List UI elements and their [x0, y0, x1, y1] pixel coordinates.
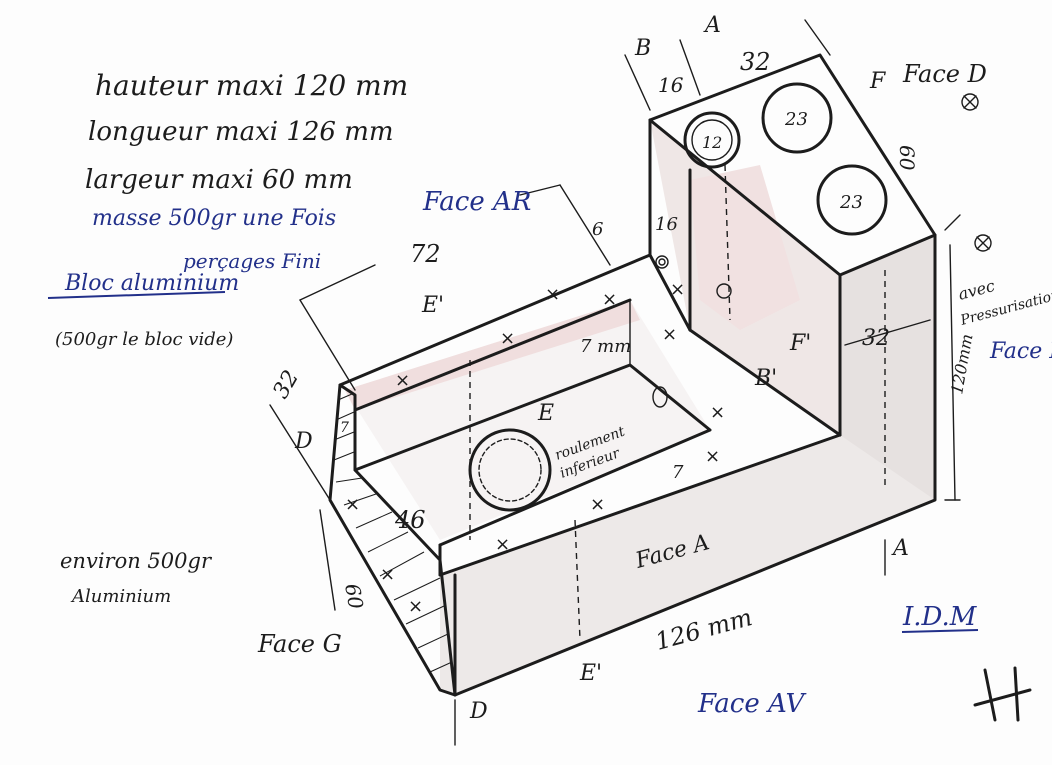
svg-text:×: ×	[495, 534, 510, 555]
dim-60-right: 60	[895, 145, 919, 171]
svg-text:×: ×	[545, 284, 560, 305]
note-mass: masse 500gr une Fois	[92, 206, 336, 231]
section-markers	[961, 93, 992, 252]
note-empty-block: (500gr le bloc vide)	[55, 329, 233, 350]
label-a-bottom: A	[891, 536, 909, 561]
label-e: E	[537, 401, 554, 426]
dim-hole-23-b: 23	[839, 192, 863, 213]
left-end-face-g	[328, 383, 457, 697]
label-f-prime: F'	[789, 331, 811, 356]
hole-23-b	[816, 164, 888, 236]
left-rim	[338, 253, 652, 387]
label-d: D	[294, 429, 313, 454]
note-length: longueur maxi 126 mm	[88, 117, 394, 147]
small-hole-b	[716, 283, 732, 299]
note-approx-2: Aluminium	[70, 586, 171, 607]
hole-12-inner	[691, 119, 733, 161]
label-face-d-top: Face D	[902, 60, 987, 88]
label-pressurisation-1: avec	[956, 276, 997, 304]
dim-72: 72	[410, 240, 441, 268]
label-b-top: B	[634, 36, 651, 61]
x-markers: × × × × × × × × × × × × ×	[345, 279, 725, 617]
dimension-lines	[269, 19, 961, 746]
small-hole-c	[652, 386, 668, 408]
dim-32-top: 32	[740, 48, 771, 76]
label-a-top: A	[703, 13, 721, 38]
svg-text:×: ×	[602, 289, 617, 310]
bearing-bore-inner	[478, 438, 542, 502]
note-width: largeur maxi 60 mm	[85, 165, 353, 195]
face-g-hatching	[333, 393, 453, 673]
label-e-prime-bottom: E'	[579, 661, 602, 686]
pocket-outline	[353, 363, 712, 547]
centre-line-front	[574, 519, 581, 641]
hole-12-top	[683, 111, 741, 169]
front-wall-top	[438, 433, 842, 577]
dim-16-mid: 16	[655, 214, 678, 235]
note-bloc-aluminium: Bloc aluminium	[64, 271, 239, 296]
svg-text:×: ×	[395, 370, 410, 391]
signature-underline	[901, 629, 979, 633]
svg-text:×: ×	[345, 494, 360, 515]
hidden-line-tower	[724, 164, 731, 321]
svg-text:×: ×	[710, 402, 725, 423]
dim-32-right: 32	[862, 326, 890, 351]
tower-right-face-d	[840, 235, 935, 500]
label-b-prime: B'	[754, 366, 777, 391]
hole-23-a	[761, 82, 833, 154]
svg-text:×: ×	[705, 446, 720, 467]
corner-mark	[973, 666, 1032, 722]
dim-60-left: 60	[340, 582, 368, 612]
label-e-prime-top: E'	[421, 293, 444, 318]
note-mass-2: perçages Fini	[183, 249, 321, 273]
dim-hole-12: 12	[702, 133, 722, 152]
svg-text:×: ×	[380, 564, 395, 585]
label-f-top: F	[869, 69, 886, 94]
tower-right-edges	[453, 233, 937, 697]
svg-text:×: ×	[500, 328, 515, 349]
dim-32-left: 32	[269, 366, 305, 403]
note-height: hauteur maxi 120 mm	[95, 69, 408, 102]
svg-text:×: ×	[670, 279, 685, 300]
svg-text:×: ×	[590, 494, 605, 515]
dim-7-a: 7 mm	[580, 336, 631, 357]
label-face-d-right: Face D	[989, 339, 1052, 364]
small-hole-a-inner	[658, 258, 666, 266]
label-d-bottom: D	[469, 699, 488, 724]
small-hole-a	[655, 255, 669, 269]
left-rim-inner	[353, 298, 632, 412]
bloc-underline	[47, 291, 226, 299]
label-face-av: Face AV	[697, 689, 806, 719]
dim-hole-23-a: 23	[784, 109, 808, 130]
dim-46: 46	[394, 506, 426, 534]
svg-text:×: ×	[408, 596, 423, 617]
dim-16-top: 16	[658, 73, 684, 97]
dim-7-b: 7	[340, 420, 349, 436]
label-face-ar: Face AR	[422, 187, 531, 217]
dim-7-c: 7	[672, 462, 684, 483]
note-approx: environ 500gr	[60, 549, 213, 573]
dim-6: 6	[592, 219, 603, 240]
dim-126: 126 mm	[652, 603, 755, 656]
label-face-g: Face G	[257, 630, 342, 658]
step-edge	[688, 328, 842, 437]
svg-text:×: ×	[662, 324, 677, 345]
label-signature: I.D.M	[902, 602, 978, 632]
front-face-av	[440, 435, 935, 695]
pocket-floor	[345, 300, 710, 540]
